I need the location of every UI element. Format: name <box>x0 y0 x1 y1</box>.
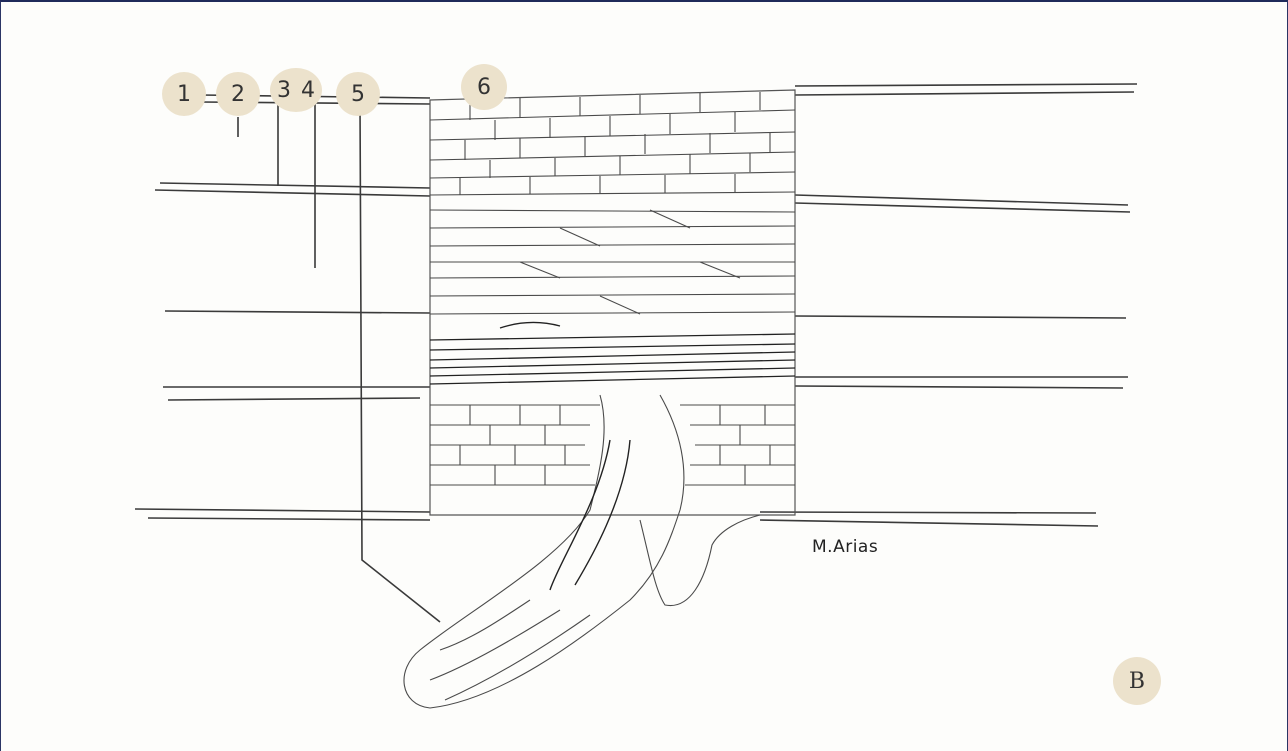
label-1-text: 1 <box>177 82 191 107</box>
leader-lines <box>238 100 440 622</box>
label-6-text: 6 <box>477 75 491 100</box>
vascular-band <box>430 322 795 384</box>
label-3-text: 3 <box>277 78 291 103</box>
artist-signature: M.Arias <box>812 537 878 557</box>
label-1-marker: 1 <box>162 72 206 116</box>
label-5-marker: 5 <box>336 72 380 116</box>
elongated-cells <box>430 210 795 314</box>
guide-lines-left <box>135 95 430 520</box>
label-6-marker: 6 <box>461 64 507 110</box>
label-3-4-marker: 3 4 <box>270 68 322 112</box>
label-5-text: 5 <box>351 82 365 107</box>
label-2-marker: 2 <box>216 72 260 116</box>
lateral-root <box>404 395 760 708</box>
panel-letter-text: B <box>1129 669 1145 694</box>
label-2-text: 2 <box>231 82 245 107</box>
panel-letter-badge: B <box>1113 657 1161 705</box>
cortex-cells-lower <box>430 405 795 485</box>
guide-lines-right <box>760 84 1137 526</box>
tissue-block <box>404 90 795 708</box>
label-4-text: 4 <box>301 78 315 103</box>
